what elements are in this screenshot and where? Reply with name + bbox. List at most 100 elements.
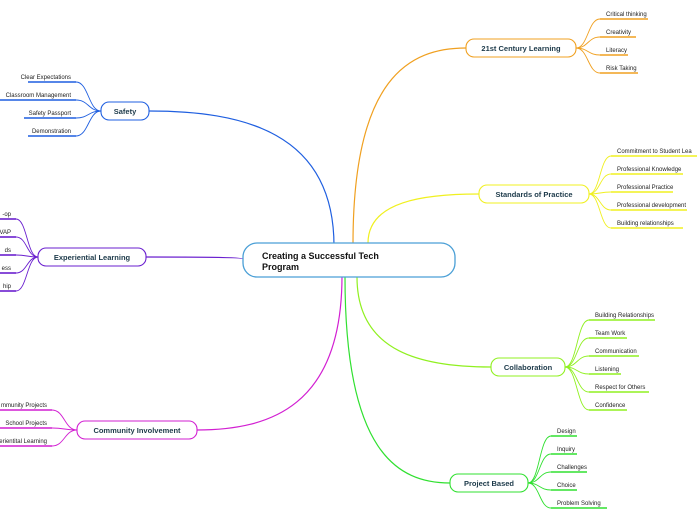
leaf-label: Critical thinking	[606, 12, 647, 18]
leaf-label: Building relationships	[617, 221, 674, 227]
leaf-connector	[527, 453, 552, 484]
branch-node-experiential-learning[interactable]: Experiential Learning	[37, 247, 147, 267]
leaf-connector	[527, 435, 552, 484]
branch-connector	[344, 276, 451, 484]
leaf-label: Literacy	[606, 48, 627, 54]
branch-label: Standards of Practice	[495, 190, 572, 199]
leaf-label: erientital Learning	[0, 439, 47, 445]
leaf-node[interactable]: Risk Taking	[600, 66, 638, 74]
branch-box[interactable]	[76, 420, 198, 440]
leaf-connector	[15, 256, 39, 274]
leaf-connector	[15, 218, 39, 258]
connector-layer	[15, 18, 612, 509]
branch-box[interactable]	[100, 101, 150, 121]
central-topic[interactable]: Creating a Successful Tech Program	[242, 242, 456, 278]
leaf-label: -op	[2, 212, 11, 218]
leaf-label: Professional Knowledge	[617, 167, 682, 173]
leaf-node[interactable]: Clear Expectations	[21, 75, 76, 83]
leaf-node[interactable]: Professional Knowledge	[611, 167, 683, 175]
branch-node-safety[interactable]: Safety	[100, 101, 150, 121]
leaf-connector	[564, 319, 590, 368]
leaf-label: Commitment to Student Lea	[617, 149, 692, 155]
branch-node-project-based[interactable]: Project Based	[449, 473, 529, 493]
leaf-label: Building Relationships	[595, 313, 654, 319]
leaf-label: Problem Solving	[557, 501, 601, 507]
leaf-connector	[75, 110, 102, 137]
leaf-node[interactable]: erientital Learning	[0, 439, 52, 447]
branch-label: Experiential Learning	[54, 253, 131, 262]
leaf-label: Listening	[595, 367, 619, 373]
leaf-node[interactable]: Inquiry	[551, 447, 577, 455]
central-topic-box[interactable]	[242, 242, 456, 278]
leaf-label: Challenges	[557, 465, 587, 471]
leaf-node[interactable]: Confidence	[589, 403, 627, 411]
leaf-connector	[527, 471, 552, 484]
leaf-node[interactable]: Problem Solving	[551, 501, 607, 509]
leaf-connector	[564, 337, 590, 368]
leaf-connector	[15, 236, 39, 258]
branch-label: Safety	[114, 107, 137, 116]
leaf-node[interactable]: Design	[551, 429, 577, 437]
branch-connector	[145, 256, 244, 260]
branch-label: Community Involvement	[93, 426, 181, 435]
leaf-connector	[575, 36, 601, 49]
leaf-node[interactable]: Team Work	[589, 331, 627, 339]
central-title-line1: Creating a Successful Tech	[262, 251, 379, 261]
branch-label: Collaboration	[504, 363, 553, 372]
leaf-connector	[588, 193, 612, 229]
leaf-label: Professional development	[617, 203, 686, 209]
leaf-label: ess	[2, 266, 11, 272]
leaf-label: Classroom Management	[6, 93, 72, 99]
leaf-node[interactable]: Literacy	[600, 48, 628, 56]
leaf-connector	[527, 482, 552, 509]
leaf-connector	[51, 409, 78, 431]
branch-node-collaboration[interactable]: Collaboration	[490, 357, 566, 377]
leaf-label: School Projects	[5, 421, 47, 427]
leaf-node[interactable]: Communication	[589, 349, 639, 357]
branch-connector	[367, 193, 480, 244]
central-title-line2: Program	[262, 262, 299, 272]
branch-box[interactable]	[490, 357, 566, 377]
branch-box[interactable]	[37, 247, 147, 267]
leaf-connector	[75, 81, 102, 112]
leaf-label: mmunity Projects	[1, 403, 47, 409]
leaf-node[interactable]: Professional Practice	[611, 185, 674, 193]
leaf-node[interactable]: Commitment to Student Lea	[611, 149, 697, 157]
branch-box[interactable]	[478, 184, 590, 204]
branch-node-standards-of-practice[interactable]: Standards of Practice	[478, 184, 590, 204]
leaf-connector	[588, 155, 612, 195]
leaf-node[interactable]: Building Relationships	[589, 313, 655, 321]
branch-box[interactable]	[449, 473, 529, 493]
node-layer: Creating a Successful Tech Program Safet…	[0, 12, 697, 509]
leaf-node[interactable]: ess	[0, 266, 16, 274]
leaf-node[interactable]: Professional development	[611, 203, 687, 211]
leaf-node[interactable]: Critical thinking	[600, 12, 648, 20]
leaf-connector	[575, 18, 601, 49]
leaf-node[interactable]: Respect for Others	[589, 385, 649, 393]
leaf-label: Team Work	[595, 331, 626, 337]
branch-connector	[352, 47, 467, 245]
leaf-node[interactable]: Safety Passport	[24, 111, 76, 119]
leaf-node[interactable]: Building relationships	[611, 221, 683, 229]
leaf-connector	[51, 429, 78, 447]
leaf-node[interactable]: VAP	[0, 230, 16, 238]
leaf-node[interactable]: Classroom Management	[0, 93, 76, 101]
leaf-node[interactable]: mmunity Projects	[0, 403, 52, 411]
leaf-node[interactable]: Listening	[589, 367, 621, 375]
leaf-label: Demonstration	[32, 129, 71, 135]
leaf-node[interactable]: ds	[0, 248, 16, 256]
leaf-node[interactable]: Choice	[551, 483, 577, 491]
leaf-node[interactable]: Creativity	[600, 30, 636, 38]
branch-node-21st-century-learning[interactable]: 21st Century Learning	[465, 38, 577, 58]
leaf-label: Respect for Others	[595, 385, 645, 391]
branch-node-community-involvement[interactable]: Community Involvement	[76, 420, 198, 440]
leaf-node[interactable]: -op	[0, 212, 16, 220]
branch-box[interactable]	[465, 38, 577, 58]
leaf-connector	[15, 256, 39, 292]
branch-label: 21st Century Learning	[481, 44, 561, 53]
leaf-node[interactable]: Demonstration	[28, 129, 76, 137]
leaf-node[interactable]: hip	[0, 284, 16, 292]
leaf-label: Confidence	[595, 403, 626, 409]
leaf-node[interactable]: School Projects	[0, 421, 52, 429]
leaf-node[interactable]: Challenges	[551, 465, 587, 473]
